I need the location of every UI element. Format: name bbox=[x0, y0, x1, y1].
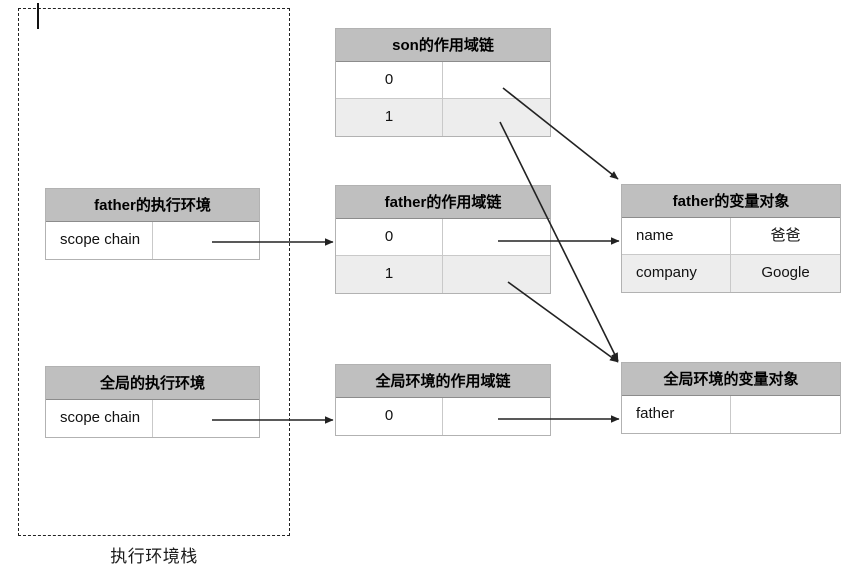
cell-index: 0 bbox=[336, 219, 443, 255]
card-header-global-scope-chain: 全局环境的作用域链 bbox=[336, 365, 550, 398]
table-row: 0 bbox=[336, 62, 550, 99]
cell-value bbox=[443, 256, 550, 293]
cell-value bbox=[731, 396, 840, 433]
cell-value: Google bbox=[761, 264, 810, 281]
cell-value bbox=[153, 222, 260, 259]
card-father-variable-object: father的变量对象 name 爸爸 company Google bbox=[621, 184, 841, 293]
stack-top-tick-mark bbox=[37, 3, 39, 29]
cell-index: name bbox=[622, 218, 731, 254]
card-father-scope-chain: father的作用域链 0 1 bbox=[335, 185, 551, 294]
cell-index: 0 bbox=[336, 398, 443, 435]
card-header-father-variable-object: father的变量对象 bbox=[622, 185, 840, 218]
card-header-son-scope-chain: son的作用域链 bbox=[336, 29, 550, 62]
table-row: scope chain bbox=[46, 400, 259, 437]
table-row: 0 bbox=[336, 398, 550, 435]
table-row: 1 bbox=[336, 99, 550, 136]
table-row: name 爸爸 bbox=[622, 218, 840, 255]
cell-value bbox=[443, 398, 550, 435]
cell-value bbox=[153, 400, 260, 437]
cell-index: scope chain bbox=[46, 222, 153, 259]
card-global-execution-context: 全局的执行环境 scope chain bbox=[45, 366, 260, 438]
table-row: company Google bbox=[622, 255, 840, 292]
cell-index: 0 bbox=[336, 62, 443, 98]
execution-context-stack-label: 执行环境栈 bbox=[110, 547, 198, 566]
cell-value: 爸爸 bbox=[770, 227, 801, 244]
cell-value bbox=[443, 219, 550, 255]
card-header-father-scope-chain: father的作用域链 bbox=[336, 186, 550, 219]
card-header-global-execution-context: 全局的执行环境 bbox=[46, 367, 259, 400]
table-row: scope chain bbox=[46, 222, 259, 259]
connector-father-scope-1-to-global-vo bbox=[507, 281, 619, 363]
cell-index: company bbox=[622, 255, 731, 292]
execution-context-stack-container bbox=[18, 8, 290, 536]
card-global-scope-chain: 全局环境的作用域链 0 bbox=[335, 364, 551, 436]
card-global-variable-object: 全局环境的变量对象 father bbox=[621, 362, 841, 434]
cell-index: 1 bbox=[336, 256, 443, 293]
card-header-father-execution-context: father的执行环境 bbox=[46, 189, 259, 222]
card-header-global-variable-object: 全局环境的变量对象 bbox=[622, 363, 840, 396]
cell-index: scope chain bbox=[46, 400, 153, 437]
cell-index: father bbox=[622, 396, 731, 433]
cell-value bbox=[443, 99, 550, 136]
card-son-scope-chain: son的作用域链 0 1 bbox=[335, 28, 551, 137]
cell-index: 1 bbox=[336, 99, 443, 136]
table-row: 1 bbox=[336, 256, 550, 293]
table-row: 0 bbox=[336, 219, 550, 256]
card-father-execution-context: father的执行环境 scope chain bbox=[45, 188, 260, 260]
cell-value bbox=[443, 62, 550, 98]
table-row: father bbox=[622, 396, 840, 433]
